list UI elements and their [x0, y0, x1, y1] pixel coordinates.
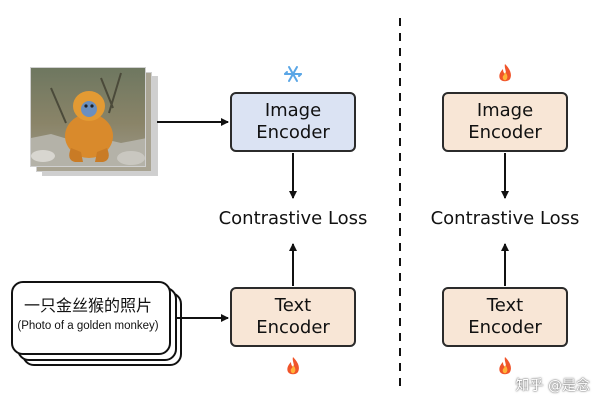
caption-chinese: 一只金丝猴的照片 — [23, 296, 152, 315]
left-text-encoder-line1: Text — [274, 295, 312, 316]
left-contrastive-loss-label: Contrastive Loss — [218, 208, 368, 229]
caption-card — [11, 281, 171, 355]
right-text-encoder: Text Encoder — [442, 287, 568, 347]
golden-monkey-image — [31, 68, 145, 166]
right-image-encoder: Image Encoder — [442, 92, 568, 152]
left-text-encoder: Text Encoder — [230, 287, 356, 347]
left-image-encoder-line2: Encoder — [256, 122, 330, 143]
right-text-encoder-line2: Encoder — [468, 317, 542, 338]
right-text-encoder-line1: Text — [486, 295, 524, 316]
golden-monkey-photo — [30, 67, 146, 167]
left-text-encoder-line2: Encoder — [256, 317, 330, 338]
flame-icon — [499, 64, 511, 82]
right-image-encoder-line2: Encoder — [468, 122, 542, 143]
right-contrastive-loss-label: Contrastive Loss — [430, 208, 580, 229]
flame-icon — [499, 357, 511, 375]
caption-english: (Photo of a golden monkey) — [17, 320, 159, 332]
left-image-encoder-line1: Image — [264, 100, 322, 121]
snowflake-icon — [284, 66, 302, 82]
flame-icon — [287, 357, 299, 375]
left-image-encoder: Image Encoder — [230, 92, 356, 152]
right-image-encoder-line1: Image — [476, 100, 534, 121]
watermark: 知乎 @是念 — [515, 378, 590, 394]
